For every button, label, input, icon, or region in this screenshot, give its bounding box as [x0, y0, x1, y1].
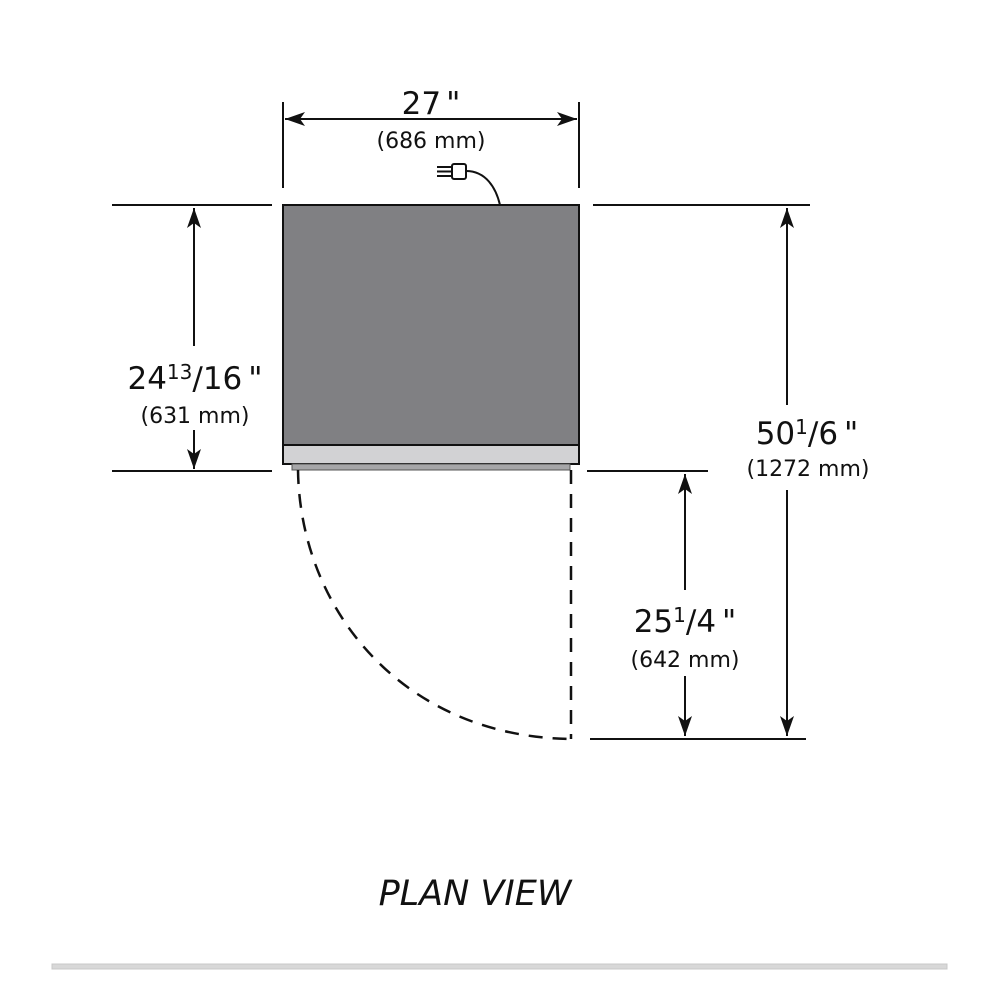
overall-depth-dimension: 501/6" (1272 mm) [590, 204, 870, 740]
width-label: 27" [402, 86, 461, 122]
width-metric-label: (686 mm) [376, 129, 485, 154]
door-gasket [291, 463, 571, 471]
door-swing-dimension: 251/4" (642 mm) [587, 470, 740, 736]
width-dimension: 27" (686 mm) [282, 86, 580, 188]
door-swing-arc [296, 469, 572, 741]
power-plug-icon [437, 163, 501, 206]
cabinet-body [282, 204, 580, 446]
door-strip [282, 444, 580, 465]
door-swing-label: 251/4" [634, 603, 737, 640]
depth-label: 2413/16" [127, 360, 262, 397]
plan-view-caption: PLAN VIEW [379, 874, 573, 914]
depth-dimension: 2413/16" (631 mm) [112, 204, 272, 472]
door-swing-metric-label: (642 mm) [630, 648, 739, 673]
depth-metric-label: (631 mm) [140, 404, 249, 429]
overall-depth-metric-label: (1272 mm) [746, 457, 869, 482]
overall-depth-label: 501/6" [756, 415, 859, 452]
footer-rule [51, 963, 948, 970]
